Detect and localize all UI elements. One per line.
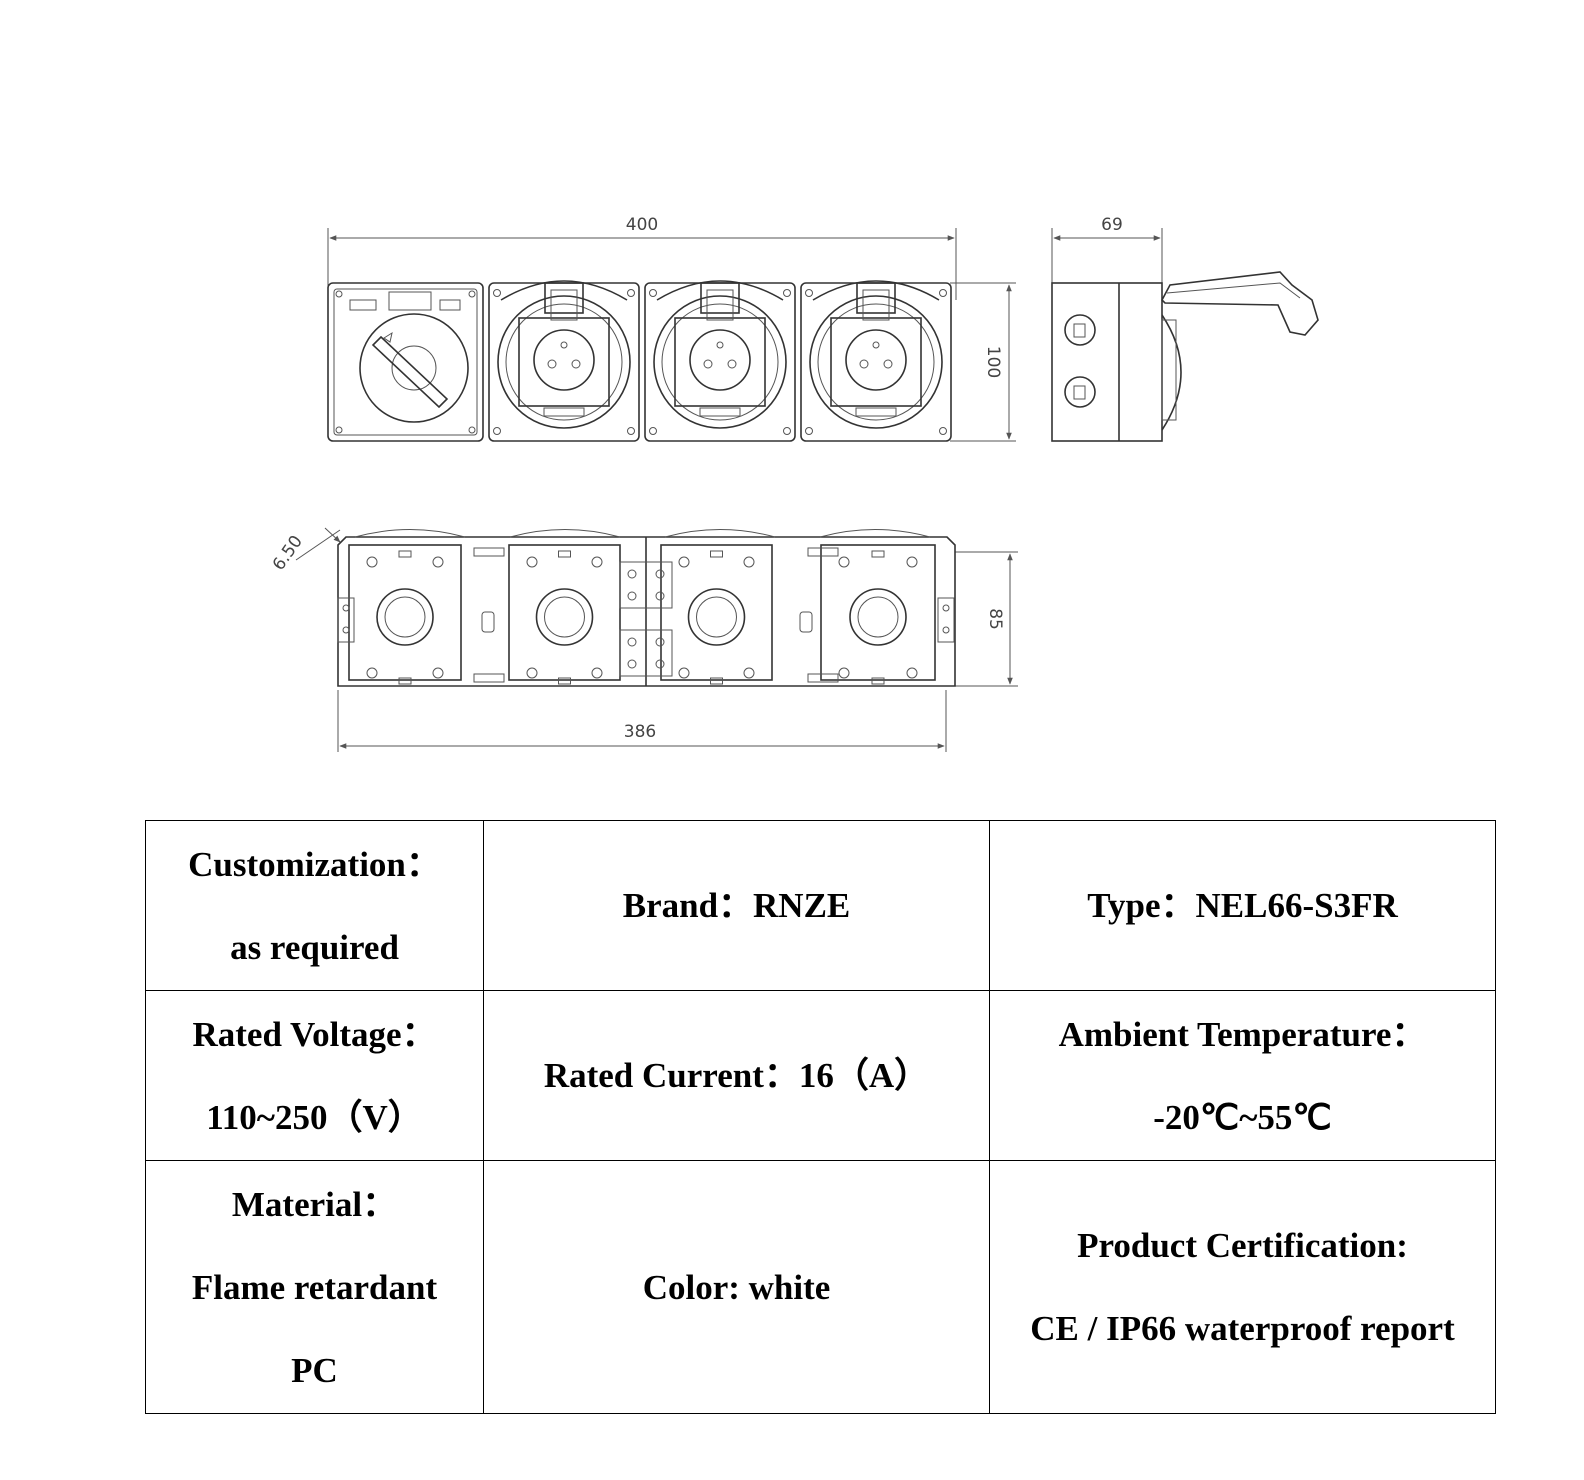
spec-row: Rated Voltage： 110~250（V） Rated Current：16…: [145, 990, 1496, 1161]
spec-table: Customization： as required Brand：RNZE Type：…: [145, 820, 1496, 1414]
spec-cell: Customization： as required: [145, 820, 484, 991]
rear-module: [660, 544, 773, 685]
spec-line: Rated Current：16（A）: [543, 1056, 930, 1095]
dim-side-depth: 69: [1051, 215, 1163, 283]
spec-line: Flame retardant: [191, 1267, 438, 1307]
side-view: 69: [1051, 215, 1319, 442]
rear-view: 6.50 85 386: [269, 527, 1018, 752]
spec-line: Color: white: [642, 1267, 831, 1307]
switch-module: [327, 282, 484, 442]
spec-line: CE / IP66 waterproof report: [1030, 1309, 1455, 1348]
dim-label-side-depth: 69: [1101, 215, 1123, 235]
rear-latch: [807, 673, 839, 683]
rear-slot: [799, 611, 813, 633]
spec-cell: Rated Current：16（A）: [483, 990, 990, 1161]
socket-module: [488, 280, 640, 442]
dim-label-height: 100: [983, 346, 1003, 378]
spec-cell: Rated Voltage： 110~250（V）: [145, 990, 484, 1161]
spec-line: Rated Voltage：: [192, 1014, 437, 1054]
dim-rear-height: 85: [955, 551, 1018, 687]
spec-line: Customization：: [188, 844, 441, 884]
rear-latch: [807, 547, 839, 557]
spec-line: Ambient Temperature：: [1058, 1014, 1427, 1054]
spec-cell: Ambient Temperature： -20℃~55℃: [989, 990, 1496, 1161]
spec-line: PC: [291, 1350, 338, 1390]
spec-line: Material：: [231, 1184, 398, 1224]
dim-label-rear-height: 85: [985, 608, 1005, 630]
rear-module: [348, 544, 462, 685]
spec-line: Type：NEL66-S3FR: [1087, 886, 1398, 925]
socket-module: [800, 280, 952, 442]
dim-label-front-width: 400: [626, 215, 658, 235]
spec-cell: Brand：RNZE: [483, 820, 990, 991]
side-clip: [337, 597, 355, 643]
center-connector: [619, 561, 673, 609]
dim-height: 100: [950, 282, 1016, 442]
rear-slot: [481, 611, 495, 633]
rear-module: [820, 544, 936, 685]
spec-line: as required: [230, 927, 399, 967]
center-connector: [619, 629, 673, 677]
dim-rear-width: 386: [337, 690, 947, 752]
spec-line: Product Certification:: [1077, 1226, 1408, 1265]
socket-module: [644, 280, 796, 442]
rear-module: [508, 544, 621, 685]
dim-front-width: 400: [327, 215, 957, 300]
rear-latch: [473, 673, 505, 683]
dim-label-rear-width: 386: [624, 722, 656, 742]
front-view: 400 100: [327, 215, 1016, 442]
dim-label-corner: 6.50: [269, 532, 307, 574]
spec-line: Brand：RNZE: [622, 886, 851, 925]
side-clip: [937, 597, 955, 643]
dim-corner: 6.50: [269, 527, 341, 574]
spec-cell: Type：NEL66-S3FR: [989, 820, 1496, 991]
spec-row: Customization： as required Brand：RNZE Type：…: [145, 820, 1496, 991]
spec-line: -20℃~55℃: [1153, 1097, 1332, 1137]
spec-cell: Color: white: [483, 1160, 990, 1414]
technical-drawing: 400 100: [269, 215, 1319, 752]
spec-cell: Product Certification: CE / IP66 waterpro…: [989, 1160, 1496, 1414]
spec-line: 110~250（V）: [206, 1097, 423, 1137]
rear-latch: [473, 547, 505, 557]
